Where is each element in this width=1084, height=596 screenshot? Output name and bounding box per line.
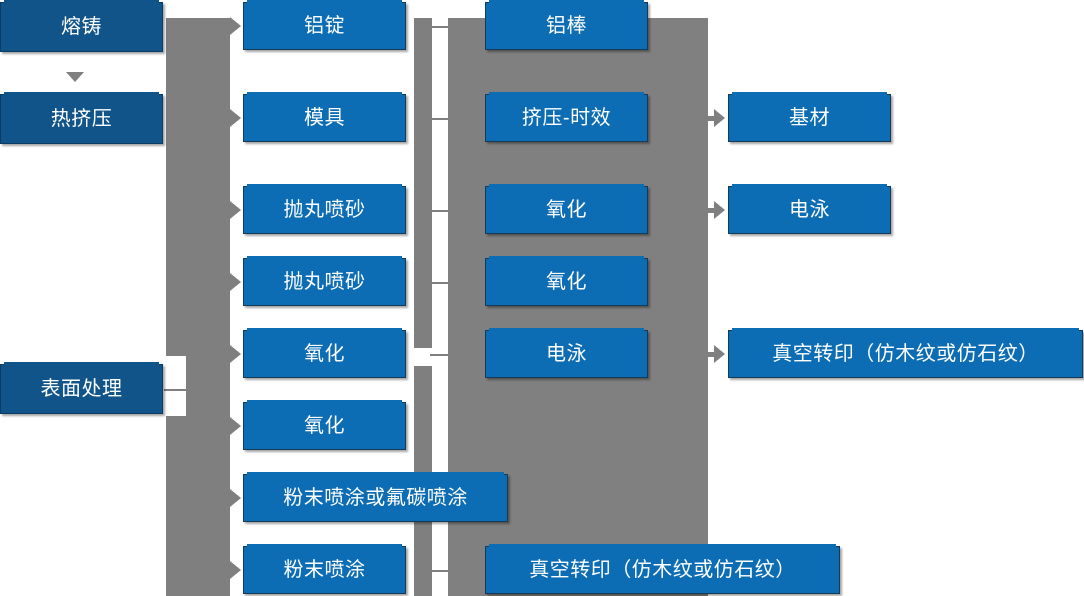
gutter-connector-1: [430, 26, 450, 28]
gutter-connector-2: [430, 118, 450, 120]
node-mold[interactable]: 模具: [243, 92, 406, 142]
node-powder-or-fluorocarbon[interactable]: 粉末喷涂或氟碳喷涂: [243, 472, 508, 522]
gutter-connector-5: [430, 354, 450, 356]
node-powder-coating[interactable]: 粉末喷涂: [243, 544, 406, 594]
connector-bar-left: [166, 18, 230, 596]
gutter-connector-4: [430, 282, 450, 284]
gutter-connector-6: [430, 570, 450, 572]
node-oxidation-c2-1-label: 氧化: [304, 343, 345, 365]
stage-surface-treatment-label: 表面处理: [40, 378, 123, 400]
connector-notch-left: [166, 356, 186, 416]
arrow-left-2: [230, 109, 241, 127]
stage-casting[interactable]: 熔铸: [0, 0, 163, 52]
stage-surface-treatment[interactable]: 表面处理: [0, 362, 163, 414]
arrow-right-2: [714, 201, 725, 219]
node-electrophoresis-c3[interactable]: 电泳: [485, 328, 648, 378]
arrow-right-line-2: [703, 208, 716, 213]
node-electrophoresis-c3-label: 电泳: [546, 343, 587, 365]
connector-surface-stub: [164, 389, 188, 391]
arrow-left-8: [230, 561, 241, 579]
node-mold-label: 模具: [304, 107, 345, 129]
node-shot-blasting-2-label: 抛丸喷砂: [283, 271, 366, 293]
gutter-connector-3: [430, 210, 450, 212]
arrow-casting-to-extrusion: [66, 72, 84, 82]
node-oxidation-c3-1-label: 氧化: [546, 199, 587, 221]
node-oxidation-c3-1[interactable]: 氧化: [485, 184, 648, 234]
node-oxidation-c2-1[interactable]: 氧化: [243, 328, 406, 378]
arrow-left-3: [230, 201, 241, 219]
arrow-right-line-1: [703, 116, 716, 121]
node-electrophoresis-c4-label: 电泳: [789, 199, 830, 221]
node-aluminum-ingot[interactable]: 铝锭: [243, 0, 406, 50]
stage-hot-extrusion[interactable]: 热挤压: [0, 92, 163, 144]
node-shot-blasting-2[interactable]: 抛丸喷砂: [243, 256, 406, 306]
node-aluminum-bar-label: 铝棒: [546, 15, 587, 37]
node-base-material-label: 基材: [789, 107, 830, 129]
node-powder-or-fluorocarbon-label: 粉末喷涂或氟碳喷涂: [283, 487, 468, 509]
stage-hot-extrusion-label: 热挤压: [50, 108, 113, 130]
arrow-left-5: [230, 345, 241, 363]
node-powder-coating-label: 粉末喷涂: [283, 559, 366, 581]
node-aluminum-ingot-label: 铝锭: [304, 15, 345, 37]
node-shot-blasting-1[interactable]: 抛丸喷砂: [243, 184, 406, 234]
node-electrophoresis-c4[interactable]: 电泳: [728, 184, 891, 234]
node-vacuum-transfer-c3-label: 真空转印（仿木纹或仿石纹）: [529, 559, 796, 581]
node-oxidation-c2-2[interactable]: 氧化: [243, 400, 406, 450]
arrow-right-1: [714, 109, 725, 127]
node-vacuum-transfer-c4-label: 真空转印（仿木纹或仿石纹）: [772, 343, 1039, 365]
arrow-right-3: [714, 345, 725, 363]
arrow-left-1: [230, 17, 241, 35]
connector-bar-mid-upper: [414, 18, 432, 348]
node-extrusion-aging-label: 挤压-时效: [521, 107, 612, 129]
stage-casting-label: 熔铸: [61, 16, 102, 38]
arrow-left-7: [230, 489, 241, 507]
node-oxidation-c3-2-label: 氧化: [546, 271, 587, 293]
node-vacuum-transfer-c4[interactable]: 真空转印（仿木纹或仿石纹）: [728, 328, 1083, 378]
arrow-left-6: [230, 417, 241, 435]
arrow-right-line-3: [703, 352, 716, 357]
node-oxidation-c3-2[interactable]: 氧化: [485, 256, 648, 306]
arrow-left-4: [230, 273, 241, 291]
node-base-material[interactable]: 基材: [728, 92, 891, 142]
node-extrusion-aging[interactable]: 挤压-时效: [485, 92, 648, 142]
node-aluminum-bar[interactable]: 铝棒: [485, 0, 648, 50]
node-vacuum-transfer-c3[interactable]: 真空转印（仿木纹或仿石纹）: [485, 544, 840, 594]
node-shot-blasting-1-label: 抛丸喷砂: [283, 199, 366, 221]
node-oxidation-c2-2-label: 氧化: [304, 415, 345, 437]
